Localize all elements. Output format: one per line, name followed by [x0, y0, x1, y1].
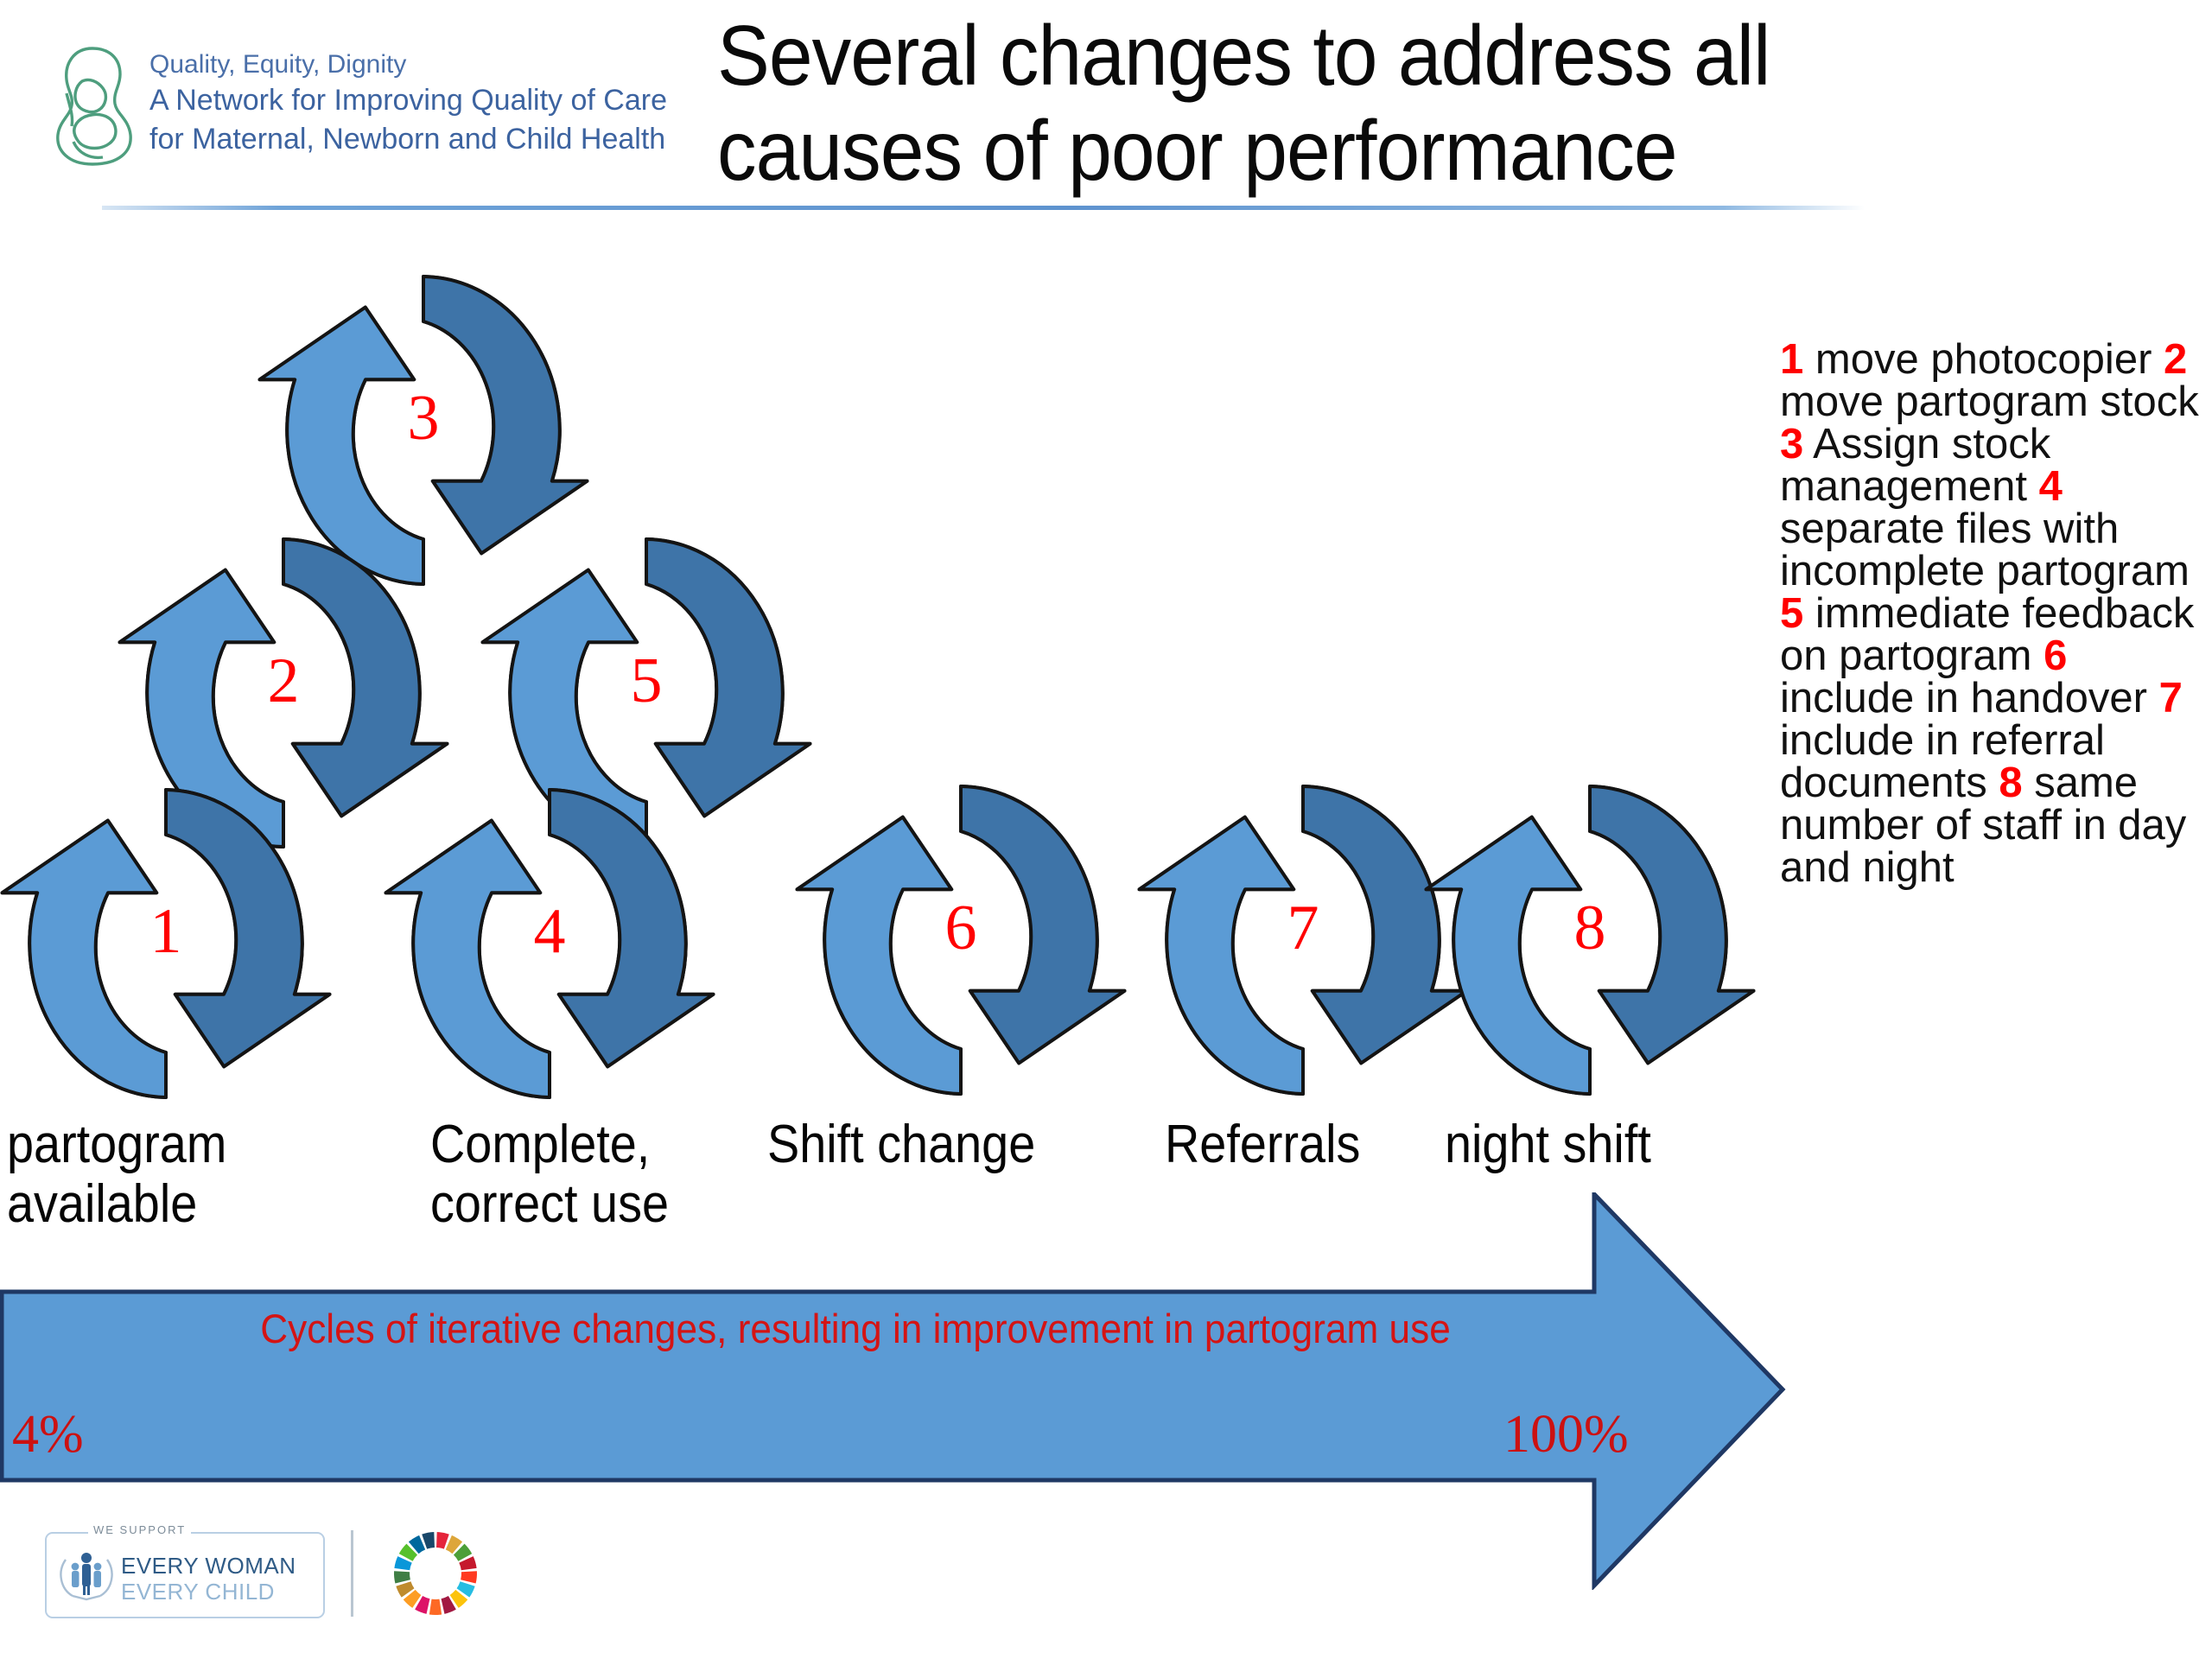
cycle-7-arrow-left [1137, 815, 1305, 1096]
sdg-segment [396, 1581, 415, 1598]
change-number-3: 3 [1780, 421, 1804, 467]
sdg-segment [415, 1596, 430, 1614]
cycle-2-arrows [118, 537, 449, 849]
header-divider [102, 206, 1865, 210]
arrow-caption: Cycles of iterative changes, resulting i… [260, 1306, 1451, 1351]
sdg-segment [461, 1571, 477, 1584]
logo-tagline: Quality, Equity, Dignity [149, 50, 407, 79]
cycle-8-arrow-left [1424, 815, 1592, 1096]
cycle-2: 2 [112, 506, 454, 880]
sdg-segment [445, 1535, 463, 1554]
cycle-8: 8 [1419, 753, 1761, 1127]
sdg-segment [398, 1543, 418, 1561]
change-number-4: 4 [2038, 463, 2063, 510]
cycle-4-arrow-bottom-left [548, 788, 715, 1069]
cycle-1: 1 [0, 757, 337, 1130]
sdg-color-wheel-icon [394, 1532, 477, 1615]
change-text-5: immediate feedback on partogram [1780, 590, 2195, 679]
change-number-2: 2 [2164, 336, 2188, 383]
cycle-6-arrow-left [795, 815, 963, 1096]
sdg-segment [422, 1532, 435, 1549]
change-text-7: include in referral documents [1780, 717, 2105, 806]
cycle-6-arrows [795, 785, 1127, 1096]
cycle-7-number: 7 [1287, 893, 1319, 963]
sdg-segment [449, 1589, 468, 1608]
improvement-arrow [0, 1192, 1786, 1590]
sdg-segment [429, 1599, 442, 1615]
logo-name-line1: A Network for Improving Quality of Care [149, 84, 668, 118]
label-referrals: Referrals [1165, 1115, 1361, 1174]
sdg-segment [459, 1556, 477, 1571]
cycle-3-arrows [257, 275, 589, 586]
change-number-8: 8 [1999, 760, 2023, 806]
family-laurel-icon [60, 1553, 113, 1601]
cycle-8-arrows [1424, 785, 1756, 1096]
change-number-5: 5 [1780, 590, 1804, 637]
ewec-line-1: EVERY WOMAN [121, 1553, 296, 1579]
sdg-segment [453, 1543, 473, 1561]
cycle-5: 5 [475, 506, 817, 880]
cycle-5-arrow-bottom-left [645, 537, 812, 818]
sdg-segment [456, 1581, 475, 1598]
mother-and-child-icon [56, 47, 132, 166]
cycle-6: 6 [790, 753, 1132, 1127]
logo-name-line2: for Maternal, Newborn and Child Health [149, 122, 666, 156]
label-night-shift: night shift [1445, 1115, 1651, 1174]
cycle-5-arrows [480, 537, 812, 849]
label-shift-change: Shift change [767, 1115, 1036, 1174]
cycle-1-number: 1 [149, 896, 182, 967]
qed-network-logo: Quality, Equity, Dignity A Network for I… [48, 41, 739, 171]
cycle-4-arrow-left [384, 818, 551, 1099]
cycle-4-number: 4 [533, 896, 566, 967]
page-header: Quality, Equity, Dignity A Network for I… [0, 0, 2212, 216]
cycle-diagram-group: 3 2 5 1 4 6 7 8 [0, 244, 1761, 1130]
change-text-8: same number of staff in day and night [1780, 760, 2187, 891]
footer-divider [351, 1530, 353, 1617]
change-text-6: include in handover [1780, 675, 2147, 721]
change-number-7: 7 [2158, 675, 2183, 721]
start-value-label: 4% [12, 1405, 84, 1464]
cycle-1-arrow-bottom-left [164, 788, 332, 1069]
sdg-segment [403, 1589, 422, 1608]
sdg-segment [408, 1535, 426, 1554]
label-complete-correct-use: Complete, correct use [430, 1115, 670, 1235]
cycle-4-arrows [384, 788, 715, 1099]
label-partogram-available: partogram available [7, 1115, 227, 1235]
cycle-3-arrow-bottom-left [422, 275, 589, 556]
cycle-7: 7 [1132, 753, 1474, 1127]
sdg-segment [441, 1596, 456, 1614]
ewec-line-2: EVERY CHILD [121, 1579, 275, 1605]
cycle-8-number: 8 [1573, 893, 1606, 963]
every-woman-every-child-logo: WE SUPPORT EVERY WOMAN EVERY CHILD [45, 1523, 325, 1618]
change-text-4: separate files with incomplete partogram [1780, 505, 2190, 594]
change-text-2: move partogram stock [1780, 378, 2199, 425]
end-value-label: 100% [1503, 1405, 1629, 1464]
cycle-2-arrow-bottom-left [282, 537, 449, 818]
change-text-3: Assign stock management [1780, 421, 2051, 510]
cycle-7-arrows [1137, 785, 1469, 1096]
cycle-6-arrow-bottom-left [959, 785, 1127, 1065]
page-footer: WE SUPPORT EVERY WOMAN EVERY CHILD [35, 1523, 518, 1629]
page-title: Several changes to address all causes of… [717, 8, 1770, 198]
cycle-3-number: 3 [407, 383, 440, 454]
sdg-segment [394, 1556, 412, 1571]
we-support-label: WE SUPPORT [88, 1523, 192, 1536]
changes-list: 1 move photocopier 2 move partogram stoc… [1780, 339, 2212, 889]
cycle-1-arrow-left [0, 818, 168, 1099]
change-number-1: 1 [1780, 336, 1804, 383]
sdg-segment [436, 1532, 449, 1549]
cycle-8-arrow-bottom-left [1588, 785, 1756, 1065]
cycle-2-number: 2 [267, 645, 300, 716]
cycle-7-arrow-bottom-left [1301, 785, 1469, 1065]
sdg-segment [394, 1571, 410, 1584]
cycle-5-number: 5 [630, 645, 663, 716]
change-text-1: move photocopier [1803, 336, 2152, 383]
cycle-6-number: 6 [944, 893, 977, 963]
change-number-6: 6 [2044, 632, 2068, 679]
cycle-3: 3 [252, 244, 594, 617]
cycle-1-arrows [0, 788, 332, 1099]
cycle-4: 4 [378, 757, 721, 1130]
